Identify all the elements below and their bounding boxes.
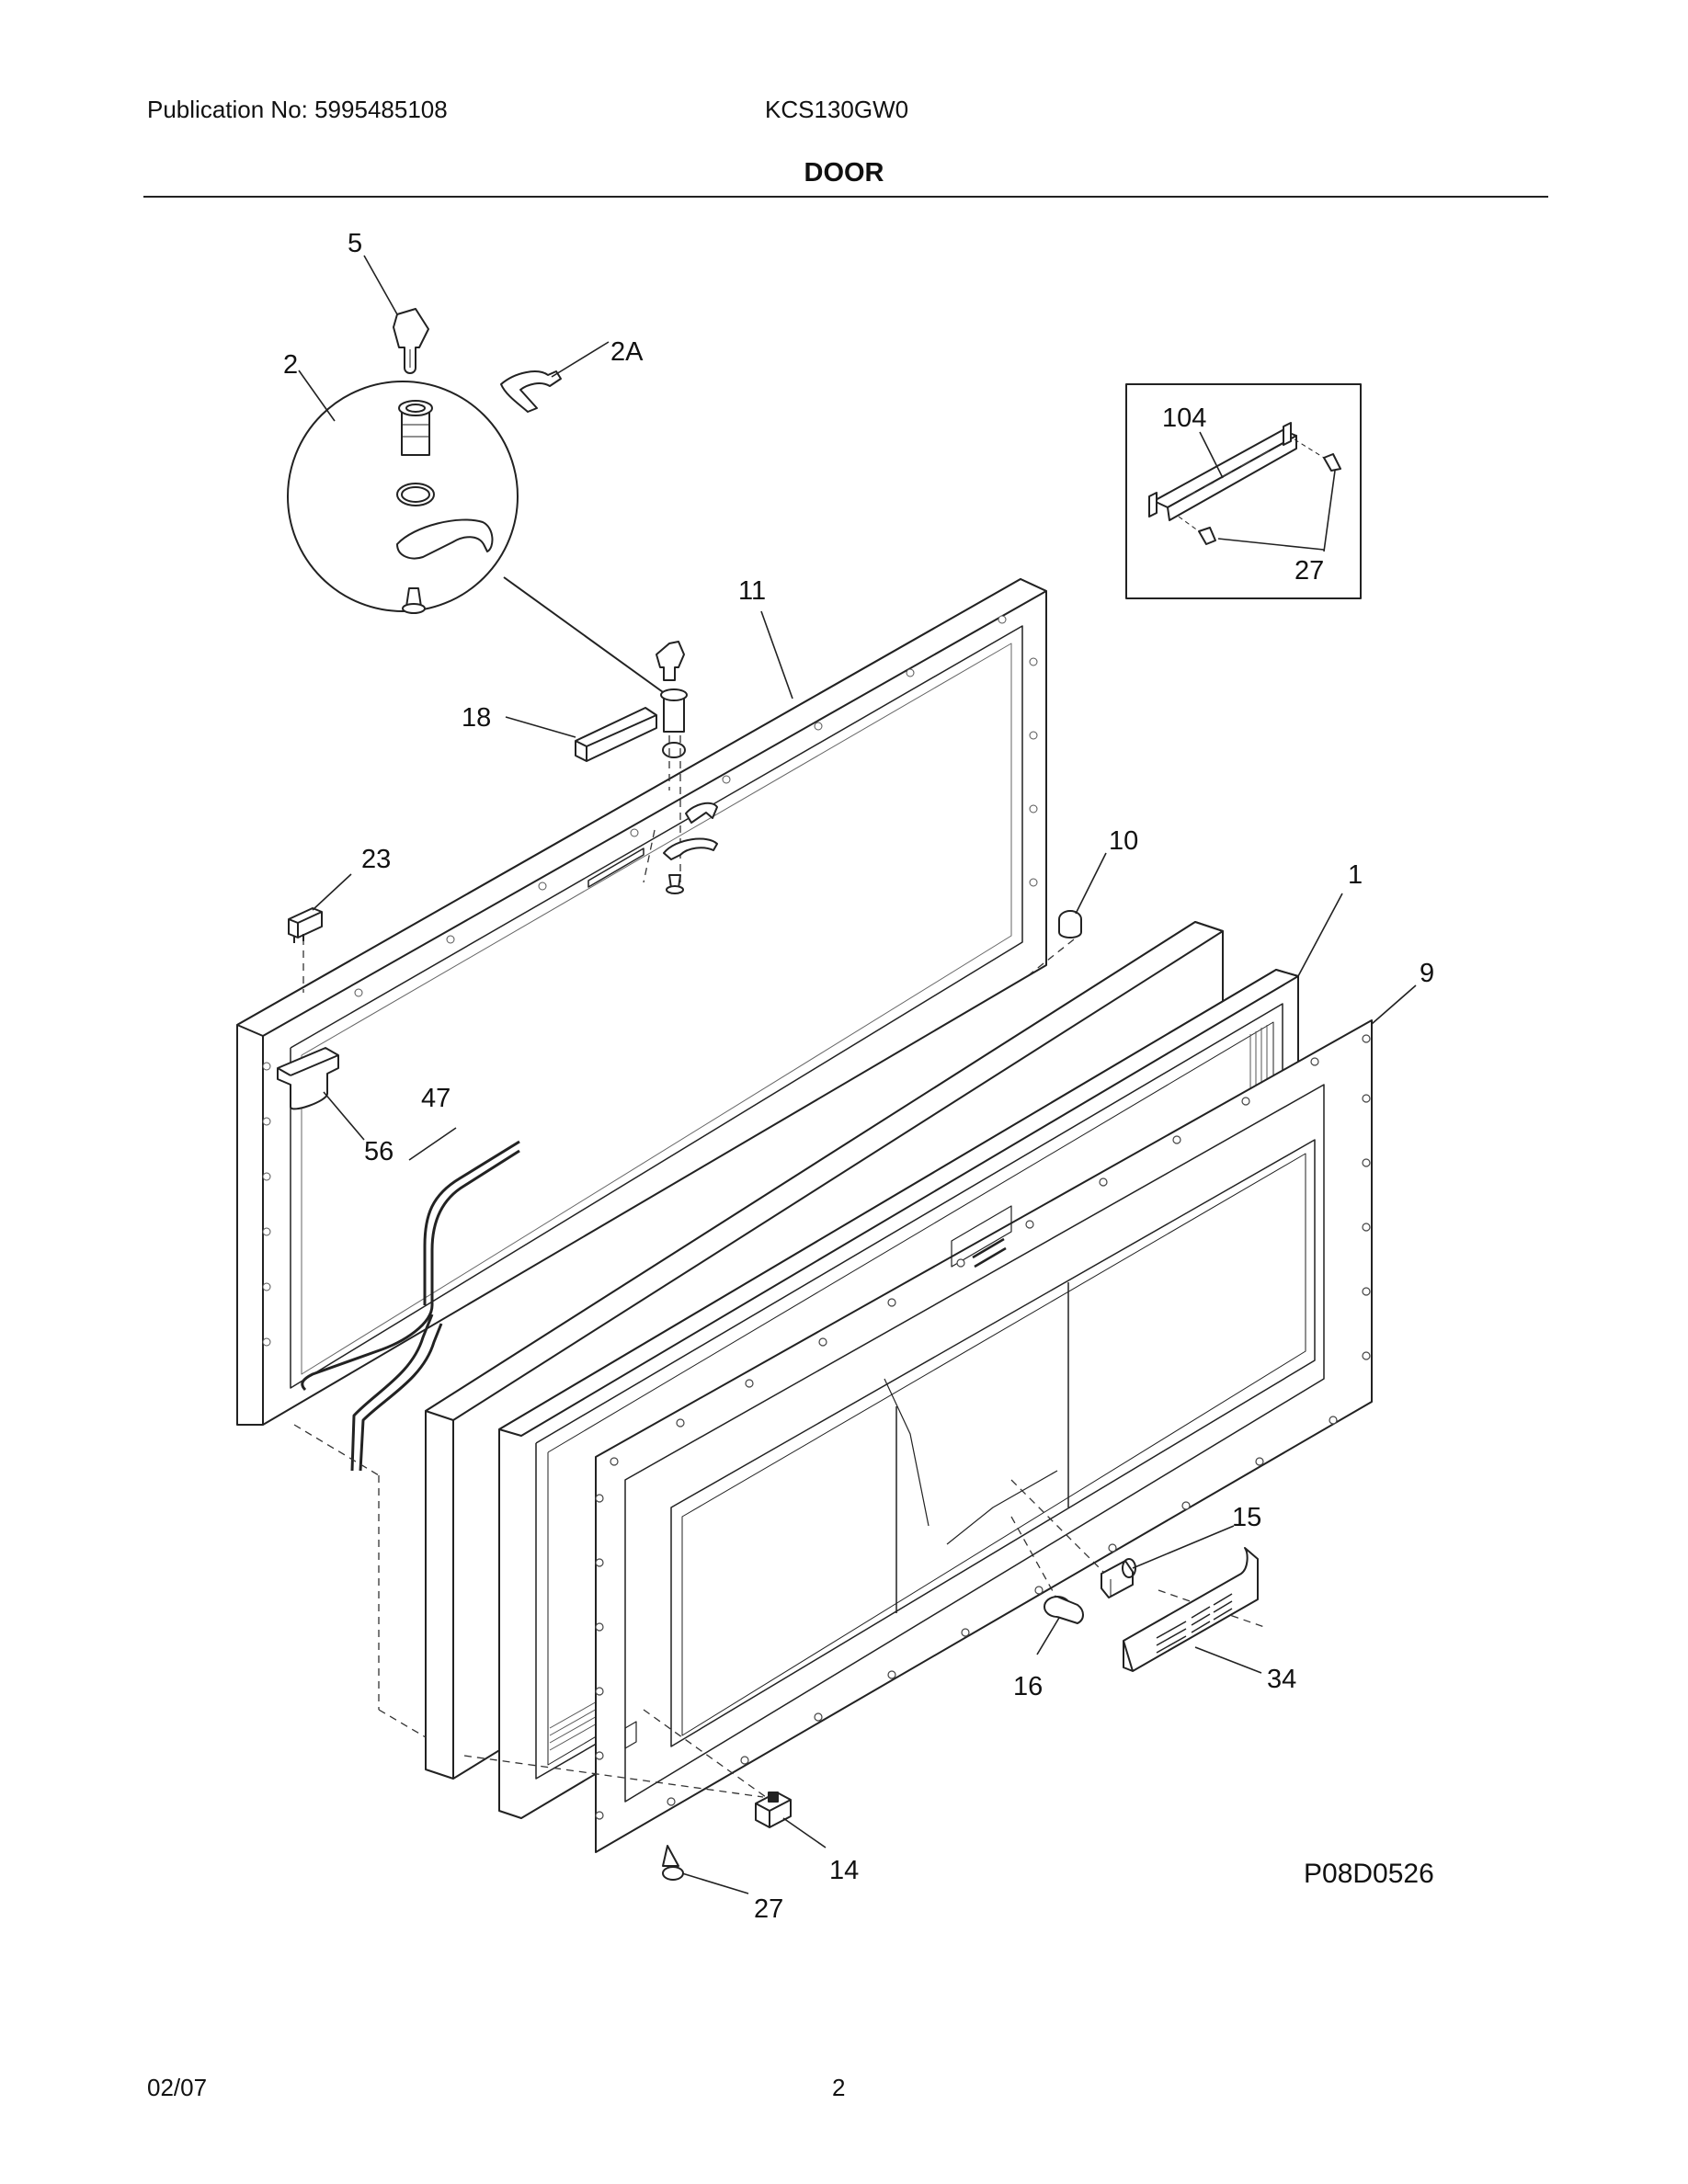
footer-date: 02/07 <box>147 2074 208 2101</box>
callout-15: 15 <box>1232 1503 1261 1532</box>
lamp-bulb-part <box>1044 1596 1084 1624</box>
callout-27-bottom: 27 <box>754 1894 783 1924</box>
callout-18: 18 <box>462 703 491 733</box>
model-number: KCS130GW0 <box>765 96 909 123</box>
callout-27-inset: 27 <box>1295 556 1324 586</box>
callout-labels: 5 2 2A 104 27 11 18 10 23 1 9 47 56 15 3… <box>283 229 1434 1924</box>
key-part <box>393 308 429 374</box>
light-shield-part <box>1123 1547 1259 1672</box>
screw-part-bottom <box>662 1845 684 1881</box>
callout-5: 5 <box>348 229 362 258</box>
bracket-part <box>277 1047 339 1110</box>
callout-11: 11 <box>738 576 766 606</box>
section-title: DOOR <box>804 158 884 188</box>
hinge-clip-part <box>288 907 323 943</box>
callout-10: 10 <box>1109 826 1138 856</box>
plug-part <box>1058 910 1082 938</box>
callout-2A: 2A <box>610 337 644 367</box>
callout-47: 47 <box>421 1084 451 1113</box>
door-switch-part <box>755 1792 792 1828</box>
callout-14: 14 <box>829 1856 859 1885</box>
heater-wire <box>301 1140 520 1472</box>
light-socket-part <box>1101 1558 1136 1598</box>
publication-number: Publication No: 5995485108 <box>147 96 448 123</box>
figure-code: P08D0526 <box>1304 1859 1434 1889</box>
callout-34: 34 <box>1267 1665 1296 1694</box>
header-rule <box>143 196 1548 198</box>
retaining-clip <box>500 370 562 413</box>
callout-16: 16 <box>1013 1672 1043 1701</box>
lock-assembly <box>656 641 718 894</box>
callout-23: 23 <box>361 845 391 874</box>
callout-2: 2 <box>283 350 298 380</box>
page-number: 2 <box>832 2074 846 2101</box>
callout-104: 104 <box>1162 404 1206 433</box>
door-handle-part <box>575 707 657 762</box>
lock-detail-circle <box>287 381 670 698</box>
callout-1: 1 <box>1348 860 1363 890</box>
callout-9: 9 <box>1420 959 1434 988</box>
callout-56: 56 <box>364 1137 393 1166</box>
inset-bracket-box <box>1125 383 1362 599</box>
inner-liner-panel <box>595 1019 1373 1853</box>
